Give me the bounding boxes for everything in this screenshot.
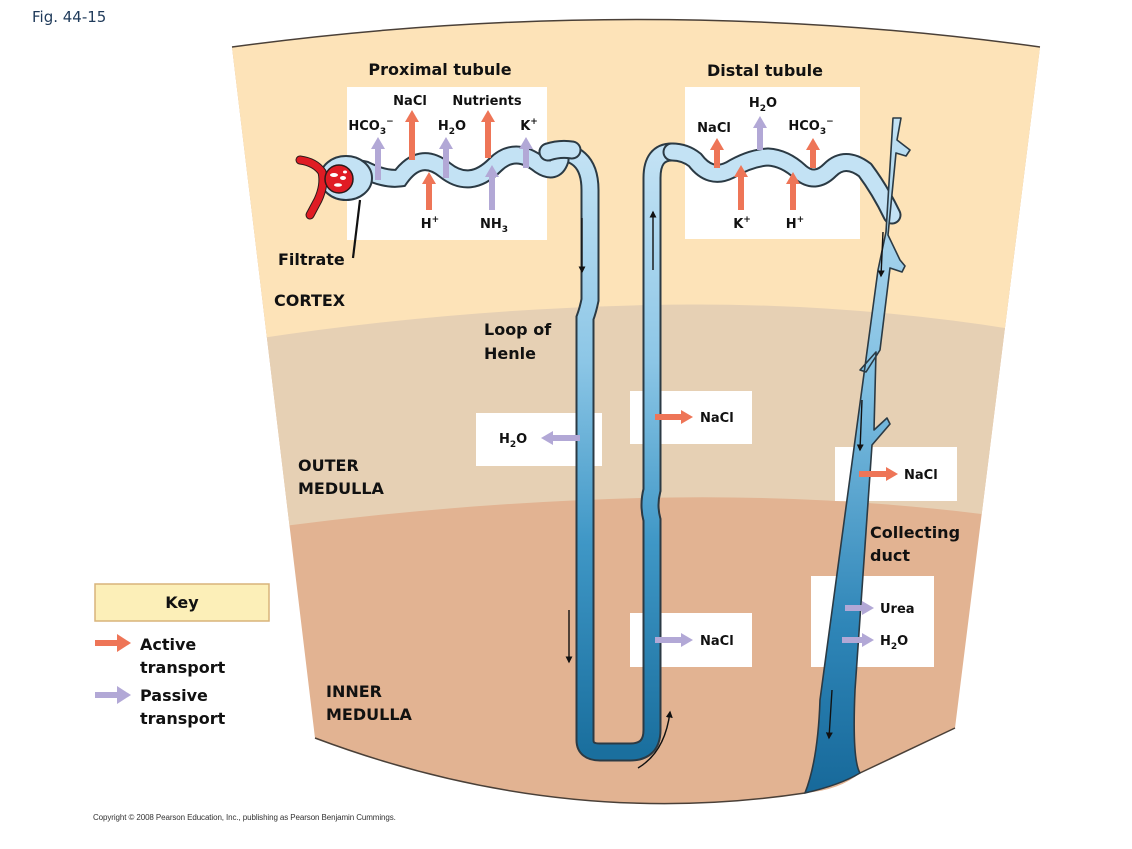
figure-label: Fig. 44-15 (32, 8, 107, 26)
proximal-out-arrow-icon (481, 110, 495, 158)
key-active-1: Active (140, 635, 196, 654)
proximal-out-arrow-icon (519, 137, 533, 168)
distal-in-label: K+ (733, 215, 751, 232)
inner-medulla-label-1: INNER (326, 682, 382, 701)
key-passive-2: transport (140, 709, 226, 728)
proximal-out-arrow-icon (405, 110, 419, 160)
flow-curve-icon (637, 710, 673, 769)
loop-inner-nacl-label: NaCl (700, 634, 734, 649)
distal-out-label: HCO3− (788, 117, 833, 137)
duct-urea-label: Urea (880, 602, 915, 617)
collecting-duct-label-2: duct (870, 546, 910, 565)
proximal-out-arrow-icon (371, 137, 385, 180)
loop-nacl-label: NaCl (700, 411, 734, 426)
filtrate-label: Filtrate (278, 250, 345, 269)
duct-nacl-arrow-icon (859, 467, 898, 481)
filtrate-pointer (351, 199, 362, 259)
proximal-in-arrow-icon (422, 172, 436, 210)
molecule-labels: HCO3−NaClH2ONutrientsK+H+NH3NaClH2OHCO3−… (348, 94, 937, 652)
proximal-in-label: H+ (421, 215, 439, 232)
distal-in-arrow-icon (734, 165, 748, 210)
cortex-label: CORTEX (274, 291, 346, 310)
proximal-in-arrow-icon (485, 165, 499, 210)
proximal-out-label: Nutrients (452, 94, 522, 109)
duct-nacl-label: NaCl (904, 468, 938, 483)
collecting-duct (804, 117, 911, 794)
key-title: Key (165, 593, 199, 612)
passive-transport-icon (95, 686, 131, 704)
copyright-text: Copyright © 2008 Pearson Education, Inc.… (93, 813, 396, 822)
outer-medulla-label-1: OUTER (298, 456, 359, 475)
loop-label-2: Henle (484, 344, 536, 363)
distal-tubule-label: Distal tubule (707, 61, 823, 80)
distal-tubule (662, 142, 902, 225)
key-active-2: transport (140, 658, 226, 677)
duct-h2o-arrow-icon (842, 633, 874, 647)
kidney-top-edge (231, 18, 1041, 48)
glomerulus (295, 155, 354, 220)
flow-down-icon (825, 689, 833, 740)
distal-in-label: H+ (786, 215, 804, 232)
active-transport-icon (95, 634, 131, 652)
duct-h2o-label: H2O (880, 634, 908, 652)
key-passive-1: Passive (140, 686, 208, 705)
proximal-out-arrow-icon (439, 137, 453, 178)
loop-inner-nacl-arrow-icon (655, 633, 693, 647)
proximal-in-label: NH3 (480, 217, 508, 235)
distal-out-label: NaCl (697, 121, 731, 136)
flow-arrows (565, 210, 885, 769)
loop-h2o-arrow-icon (541, 431, 580, 445)
collecting-duct-label-1: Collecting (870, 523, 960, 542)
distal-out-label: H2O (749, 96, 777, 114)
proximal-out-label: K+ (520, 117, 538, 134)
proximal-out-label: H2O (438, 119, 466, 137)
duct-urea-arrow-icon (845, 601, 874, 615)
loop-h2o-label: H2O (499, 432, 527, 450)
distal-out-arrow-icon (806, 138, 820, 168)
loop-of-henle (538, 142, 682, 762)
kidney-bottom-edge (314, 737, 806, 805)
flow-down-icon (877, 231, 885, 278)
flow-down-icon (856, 399, 864, 452)
distal-out-arrow-icon (710, 138, 724, 168)
proximal-tubule-label: Proximal tubule (368, 60, 511, 79)
proximal-out-label: HCO3− (348, 117, 393, 137)
distal-out-arrow-icon (753, 116, 767, 150)
key-box (94, 583, 270, 622)
loop-label-1: Loop of (484, 320, 552, 339)
proximal-out-label: NaCl (393, 94, 427, 109)
inner-medulla-label-2: MEDULLA (326, 705, 413, 724)
transport-arrows (371, 110, 898, 647)
outer-medulla-label-2: MEDULLA (298, 479, 385, 498)
distal-in-arrow-icon (786, 172, 800, 210)
loop-nacl-arrow-icon (655, 410, 693, 424)
key-legend: Key Active transport Passive transport (94, 583, 270, 728)
